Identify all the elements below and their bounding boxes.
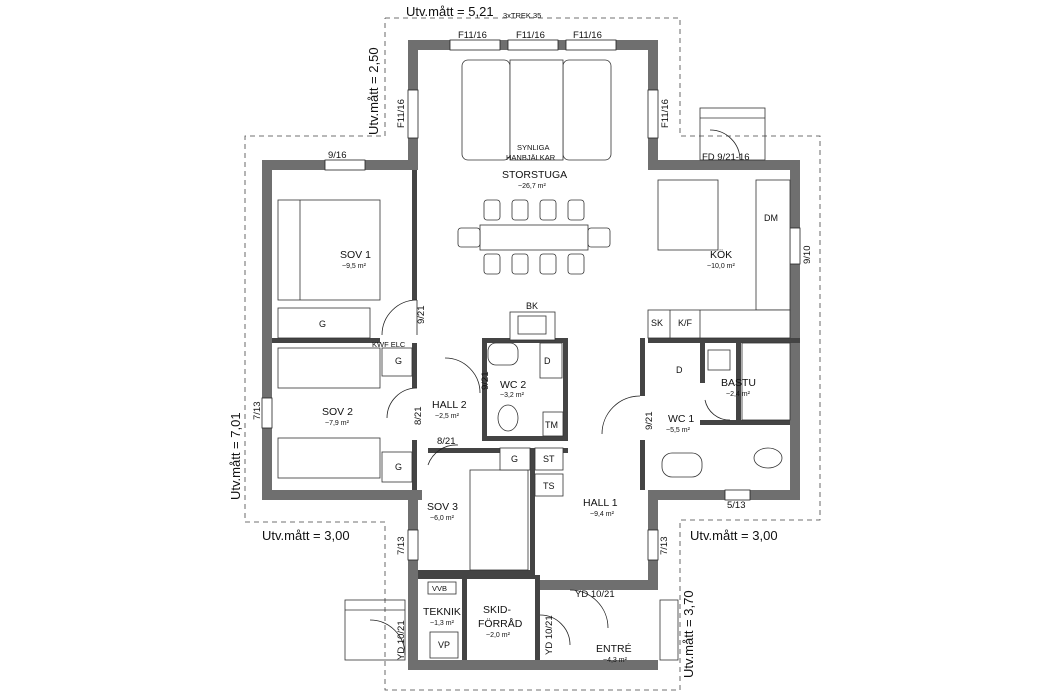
area-sov2: ~7,9 m² xyxy=(325,420,350,427)
door-label-wc1: 9/21 xyxy=(644,412,655,431)
area-skid: ~2,0 m² xyxy=(486,632,511,639)
window-openings xyxy=(261,39,801,561)
room-hall1: HALL 1 xyxy=(583,497,618,509)
door-arcs xyxy=(369,129,741,656)
area-entre: ~4,3 m² xyxy=(603,657,628,664)
area-wc1: ~5,5 m² xyxy=(666,427,691,434)
fixture-tm: TM xyxy=(545,420,558,430)
furniture xyxy=(277,59,791,659)
dim-top: Utv.mått = 5,21 xyxy=(406,4,494,19)
room-hall2: HALL 2 xyxy=(432,399,467,411)
room-skid-2: FÖRRÅD xyxy=(478,617,523,630)
area-kok: ~10,0 m² xyxy=(707,263,735,270)
window-label-sov3: 7/13 xyxy=(396,537,407,556)
fixture-d-wc2: D xyxy=(544,356,551,366)
window-label-left-living: F11/16 xyxy=(396,99,407,128)
room-wc2: WC 2 xyxy=(500,379,526,391)
fixture-d-wc1: D xyxy=(676,365,683,375)
outer-dimension-lines xyxy=(244,17,821,691)
fixture-vp: VP xyxy=(438,640,450,650)
fixture-ts: TS xyxy=(543,481,555,491)
room-skid-1: SKID- xyxy=(483,604,512,616)
door-label-entre: YD 10/21 xyxy=(575,589,615,600)
area-bastu: ~2,4 m² xyxy=(726,391,751,398)
dim-left-bottom: Utv.mått = 3,00 xyxy=(262,528,350,543)
area-wc2: ~3,2 m² xyxy=(500,392,525,399)
fixture-st: ST xyxy=(543,454,555,464)
door-label-teknik: YD 10/21 xyxy=(396,620,407,660)
fixture-kwf-elc: KWF ELC xyxy=(372,340,406,349)
storstuga-note-2: HANBJÄLKAR xyxy=(506,153,556,162)
fixture-vvb: VVB xyxy=(432,584,447,593)
room-storstuga: STORSTUGA xyxy=(502,169,567,181)
fixture-bk: BK xyxy=(526,301,538,311)
area-hall1: ~9,4 m² xyxy=(590,511,615,518)
fixture-g-sov3: G xyxy=(511,454,518,464)
fixture-g-sov2a: G xyxy=(395,356,402,366)
dim-left-main: Utv.mått = 7,01 xyxy=(228,412,243,500)
area-sov1: ~9,5 m² xyxy=(342,263,367,270)
dim-right-bottom: Utv.mått = 3,00 xyxy=(690,528,778,543)
room-sov1: SOV 1 xyxy=(340,249,371,261)
room-wc1: WC 1 xyxy=(668,413,694,425)
door-label-sov1: 9/21 xyxy=(416,306,427,325)
room-entre: ENTRÉ xyxy=(596,642,632,655)
window-label-right-living: F11/16 xyxy=(660,99,671,128)
door-label-kok: FD 9/21-16 xyxy=(702,152,750,163)
fixture-sk: SK xyxy=(651,318,663,328)
fixture-g-sov1: G xyxy=(319,319,326,329)
fixture-dm: DM xyxy=(764,213,778,223)
area-storstuga: ~26,7 m² xyxy=(518,183,546,190)
area-teknik: ~1,3 m² xyxy=(430,620,455,627)
dim-right-entry: Utv.mått = 3,70 xyxy=(681,590,696,678)
window-label-wc1: 5/13 xyxy=(727,500,746,511)
window-label-top-1: F11/16 xyxy=(458,30,487,41)
area-sov3: ~6,0 m² xyxy=(430,515,455,522)
outdoor-steps xyxy=(344,107,766,661)
room-kok: KÖK xyxy=(710,249,732,261)
dim-left-top: Utv.mått = 2,50 xyxy=(366,47,381,135)
room-teknik: TEKNIK xyxy=(423,606,461,618)
window-label-sov1: 9/16 xyxy=(328,150,347,161)
window-label-hall1: 7/13 xyxy=(659,537,670,556)
area-hall2: ~2,5 m² xyxy=(435,413,460,420)
interior-walls xyxy=(272,170,800,660)
window-label-kok: 9/10 xyxy=(802,246,813,265)
storstuga-note-1: SYNLIGA xyxy=(517,143,550,152)
door-label-sov2: 8/21 xyxy=(413,407,424,426)
room-bastu: BASTU xyxy=(721,377,756,389)
dim-top-note: 3xTREK.35 xyxy=(503,11,541,20)
window-label-sov2: 7/13 xyxy=(252,402,263,421)
fixture-g-sov2b: G xyxy=(395,462,402,472)
door-label-skid: YD 10/21 xyxy=(544,615,555,655)
room-sov2: SOV 2 xyxy=(322,406,353,418)
window-label-top-3: F11/16 xyxy=(573,30,602,41)
window-label-top-2: F11/16 xyxy=(516,30,545,41)
fixture-kf: K/F xyxy=(678,318,693,328)
door-label-wc2: 9/21 xyxy=(480,372,491,391)
room-sov3: SOV 3 xyxy=(427,501,458,513)
door-label-sov3: 8/21 xyxy=(437,436,456,447)
